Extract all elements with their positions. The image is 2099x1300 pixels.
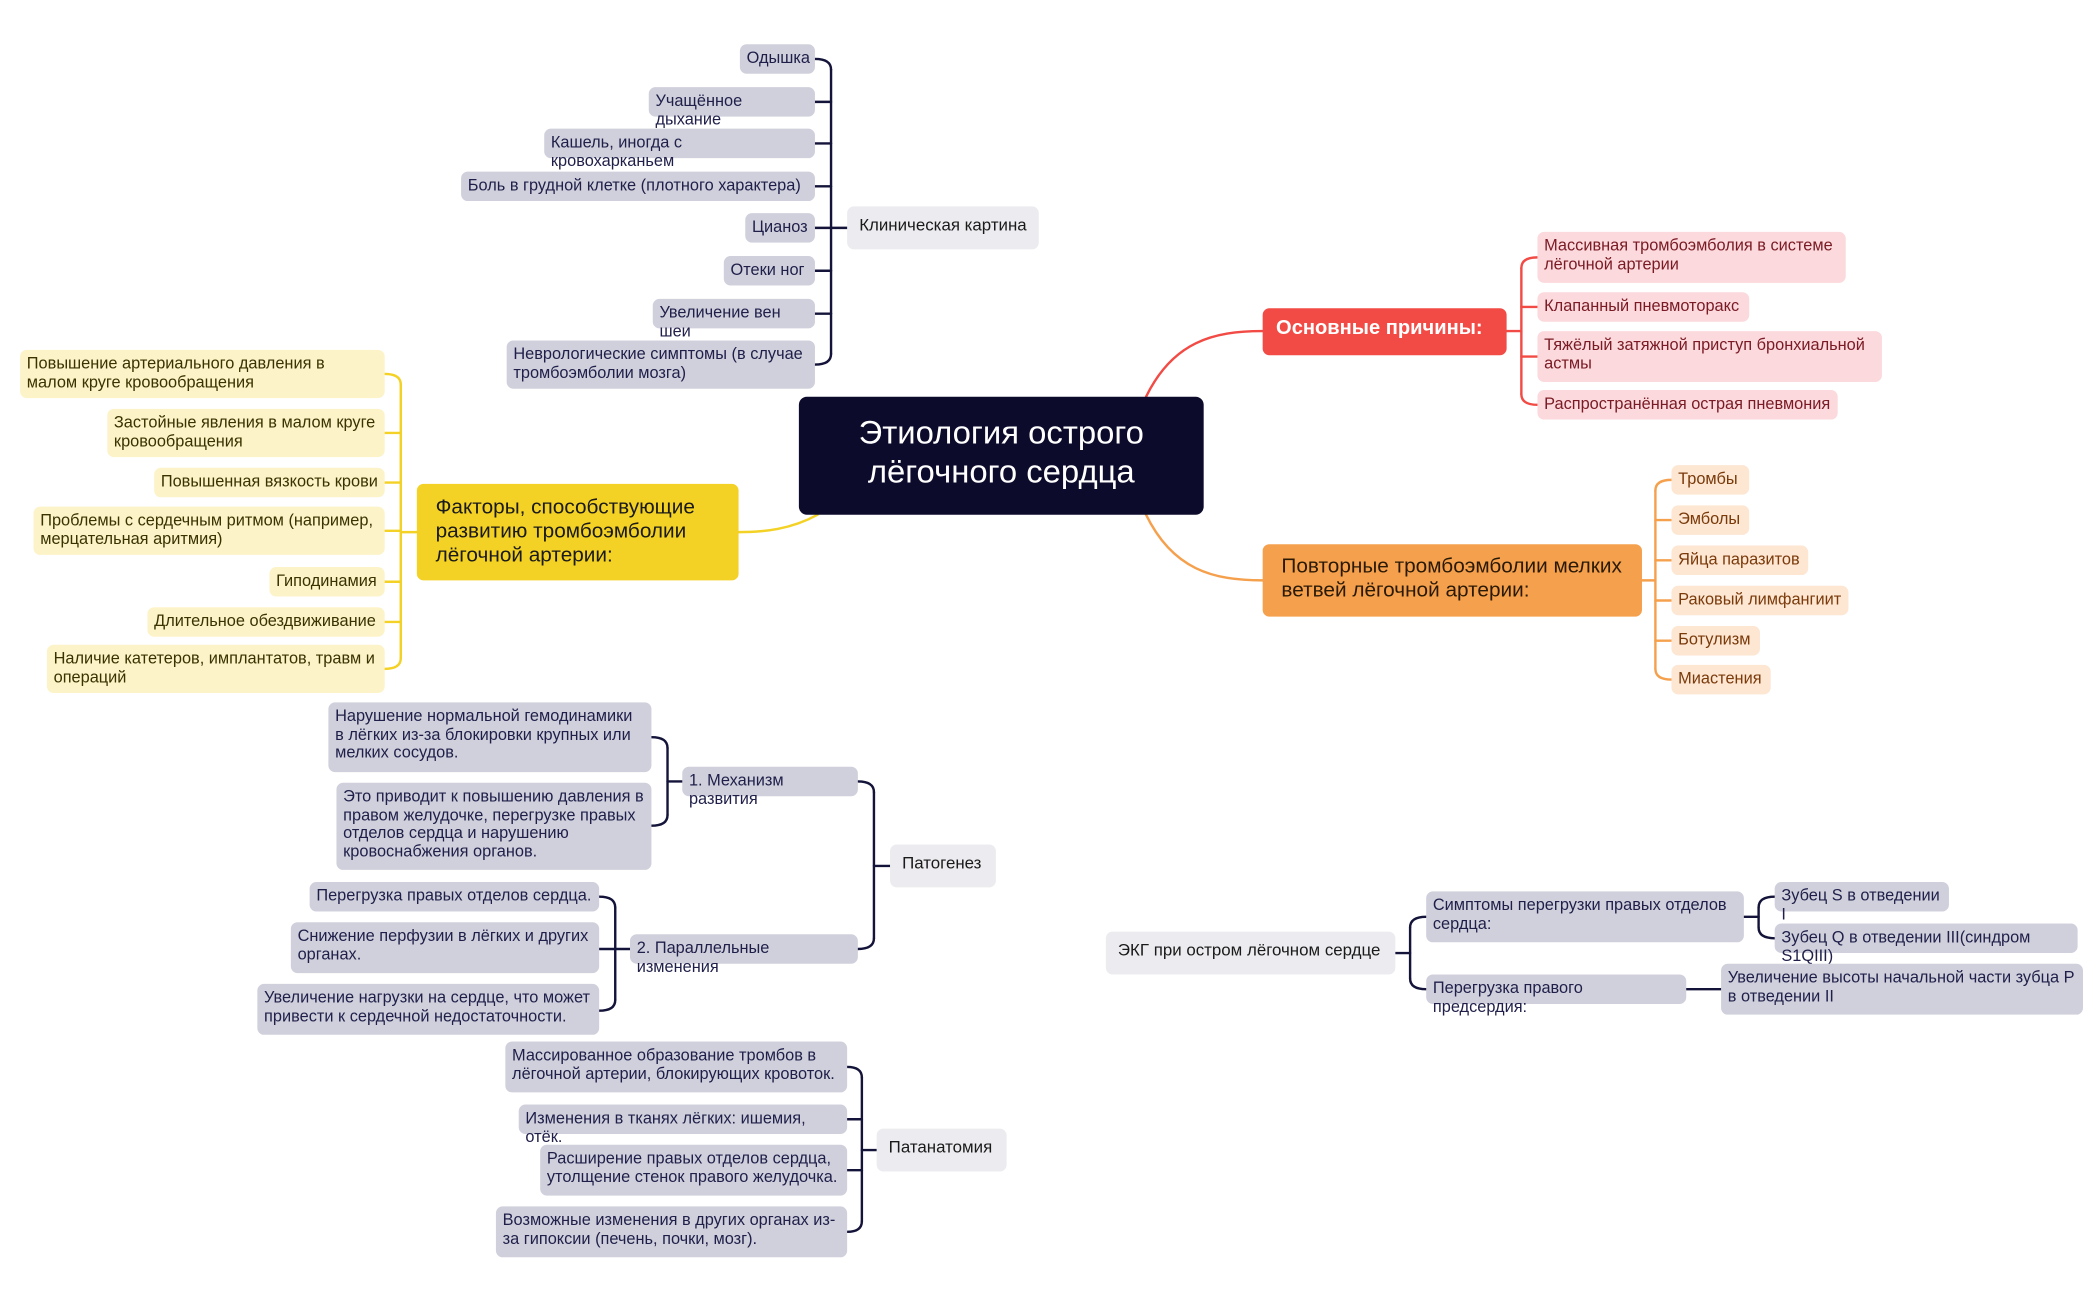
repeated-item[interactable]: Яйца паразитов <box>1671 545 1809 576</box>
mechanism-subtopic[interactable]: 1. Механизм развития <box>682 766 858 807</box>
parallel-changes-subtopic[interactable]: 2. Параллельные изменения <box>629 934 858 975</box>
repeated-item[interactable]: Раковый лимфангиит <box>1671 585 1849 616</box>
parallel-item[interactable]: Снижение перфузии в лёгких и других орга… <box>290 922 600 974</box>
cause-item[interactable]: Массивная тромбоэмболия в системе лёгочн… <box>1537 231 1846 283</box>
factor-item[interactable]: Проблемы с сердечным ритмом (например, м… <box>33 506 385 555</box>
clinical-item[interactable]: Неврологические симптомы (в случае тромб… <box>506 340 815 389</box>
mechanism-item[interactable]: Нарушение нормальной гемодинамики в лёгк… <box>328 702 652 773</box>
pathological-anatomy-topic[interactable]: Патанатомия <box>876 1128 1007 1172</box>
ecg-atrium-subtopic[interactable]: Перегрузка правого предсердия: <box>1426 974 1687 1015</box>
ecg-topic[interactable]: ЭКГ при остром лёгочном сердце <box>1105 931 1396 975</box>
mechanism-item[interactable]: Это приводит к повышению давления в прав… <box>336 782 652 870</box>
clinical-item[interactable]: Отеки ног <box>723 256 815 286</box>
cause-item[interactable]: Тяжёлый затяжной приступ бронхиальной ас… <box>1537 331 1882 383</box>
clinical-item[interactable]: Учащённое дыхание <box>648 87 815 128</box>
factor-item[interactable]: Гиподинамия <box>269 566 385 597</box>
clinical-picture-topic[interactable]: Клиническая картина <box>847 206 1039 250</box>
cause-item[interactable]: Клапанный пневмоторакс <box>1537 292 1750 322</box>
factor-item[interactable]: Наличие катетеров, имплантатов, травм и … <box>46 644 385 693</box>
repeated-item[interactable]: Эмболы <box>1671 505 1750 535</box>
anatomy-item[interactable]: Массированное образование тромбов в лёго… <box>505 1041 848 1093</box>
ecg-atrium-item[interactable]: Увеличение высоты начальной части зубца … <box>1721 963 2083 1015</box>
clinical-item[interactable]: Кашель, иногда с кровохарканьем <box>544 128 815 169</box>
anatomy-item[interactable]: Возможные изменения в других органах из-… <box>495 1206 848 1258</box>
repeated-item[interactable]: Ботулизм <box>1671 625 1760 656</box>
clinical-item[interactable]: Увеличение вен шеи <box>652 298 815 339</box>
ecg-overload-subtopic[interactable]: Симптомы перегрузки правых отделов сердц… <box>1426 891 1744 943</box>
repeated-thromboembolism-topic[interactable]: Повторные тромбоэмболии мелких ветвей лё… <box>1262 544 1642 617</box>
parallel-item[interactable]: Перегрузка правых отделов сердца. <box>309 881 600 912</box>
repeated-item[interactable]: Миастения <box>1671 664 1771 695</box>
factor-item[interactable]: Повышенная вязкость крови <box>154 467 385 498</box>
ecg-overload-item[interactable]: Зубец Q в отведении III(синдром S1QIII) <box>1774 923 2078 964</box>
clinical-item[interactable]: Одышка <box>739 44 815 74</box>
factor-item[interactable]: Повышение артериального давления в малом… <box>20 349 385 399</box>
pathogenesis-topic[interactable]: Патогенез <box>890 844 996 888</box>
main-causes-topic[interactable]: Основные причины: <box>1262 308 1507 356</box>
root-topic[interactable]: Этиология острого лёгочного сердца <box>798 396 1204 515</box>
clinical-item[interactable]: Цианоз <box>745 213 815 243</box>
contributing-factors-topic[interactable]: Факторы, способствующие развитию тромбоэ… <box>416 483 739 581</box>
factor-item[interactable]: Длительное обездвиживание <box>147 607 385 637</box>
repeated-item[interactable]: Тромбы <box>1671 465 1750 495</box>
cause-item[interactable]: Распространённая острая пневмония <box>1537 390 1838 420</box>
ecg-overload-item[interactable]: Зубец S в отведении I <box>1774 881 1949 923</box>
clinical-item[interactable]: Боль в грудной клетке (плотного характер… <box>461 171 815 202</box>
factor-item[interactable]: Застойные явления в малом круге кровообр… <box>107 408 385 458</box>
anatomy-item[interactable]: Изменения в тканях лёгких: ишемия, отёк. <box>518 1104 848 1145</box>
anatomy-item[interactable]: Расширение правых отделов сердца, утолще… <box>540 1144 848 1196</box>
parallel-item[interactable]: Увеличение нагрузки на сердце, что может… <box>257 983 600 1035</box>
